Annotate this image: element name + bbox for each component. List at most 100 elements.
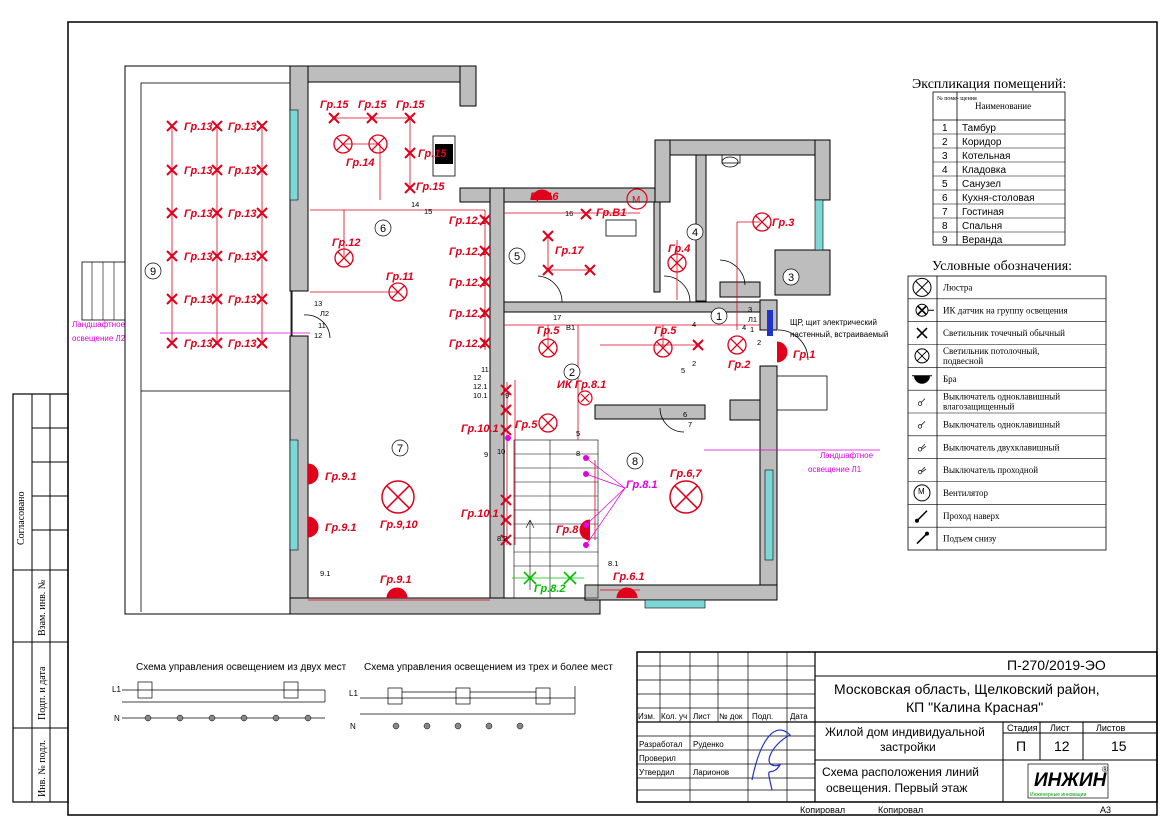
sheet-value: 12	[1054, 738, 1070, 754]
svg-text:Утвердил: Утвердил	[639, 768, 675, 777]
svg-text:2: 2	[692, 359, 696, 368]
svg-text:16: 16	[565, 209, 573, 218]
format: А3	[1100, 805, 1111, 815]
legend-label: Проход наверх	[943, 511, 1000, 521]
legend-label: Бра	[943, 374, 957, 384]
label-gr12: Гр.12	[332, 237, 361, 249]
pass-up-icon	[915, 510, 928, 523]
label-gr5-a: Гр.5	[537, 325, 560, 337]
svg-text:Инженерные инновации: Инженерные инновации	[1030, 792, 1086, 798]
legend-row: Выключатель двухклавишный	[908, 435, 1106, 452]
waterproof-switch-icon	[917, 398, 926, 406]
label-gr2: Гр.2	[728, 359, 750, 371]
copied-2: Копировал	[878, 805, 923, 815]
room-number-8: 8	[626, 452, 644, 470]
legend-row: Светильник точечный обычный	[908, 321, 1106, 339]
group-label: Гр.13	[184, 165, 213, 177]
room-number: 9	[942, 235, 948, 246]
legend-row: Подъем снизу	[908, 526, 1106, 545]
svg-text:5: 5	[514, 251, 520, 263]
svg-text:8.1: 8.1	[608, 559, 618, 568]
label-grv1: Гр.В1	[596, 207, 626, 219]
legend-label: Светильник точечный обычный	[943, 328, 1065, 338]
label-gr121-e: Гр.12.1	[449, 338, 487, 350]
svg-text:12: 12	[473, 373, 481, 382]
legend-label: ИК датчик на группу освещения	[943, 305, 1068, 315]
svg-text:4: 4	[742, 323, 746, 332]
svg-text:4: 4	[692, 320, 696, 329]
label-ik81: ИК Гр.8.1	[557, 379, 606, 391]
single-switch-icon	[917, 421, 926, 429]
legend-row: Светильник потолочный,подвесной	[908, 344, 1106, 366]
label-gr82: Гр.8.2	[534, 583, 566, 595]
ir-sensor-icon	[915, 303, 934, 317]
room-number: 5	[942, 179, 948, 190]
svg-text:17: 17	[553, 313, 561, 322]
legend-label: Подъем снизу	[943, 534, 997, 544]
label-gr91-b: Гр.9.1	[325, 522, 357, 534]
stage-header: Стадия	[1007, 723, 1038, 733]
label-gr5-b: Гр.5	[654, 325, 677, 337]
room-name: Кухня-столовая	[962, 193, 1035, 204]
room-number: 6	[942, 193, 948, 204]
landscape-l1-line2: освещение Л1	[808, 465, 862, 474]
fan-symbol: M	[626, 188, 648, 210]
svg-text:3: 3	[748, 305, 752, 314]
sheet-header: Лист	[1050, 723, 1070, 733]
label-gr15-e: Гр.15	[416, 181, 445, 193]
col-no-header: № поме- щения	[937, 96, 977, 102]
label-gr121-c: Гр.12.1	[449, 277, 487, 289]
label-gr101-a: Гр.10.1	[461, 423, 499, 435]
svg-text:ИНЖИН: ИНЖИН	[1034, 770, 1108, 791]
label-gr14: Гр.14	[346, 157, 375, 169]
svg-text:2: 2	[757, 338, 761, 347]
chandelier-icon	[912, 277, 932, 297]
svg-text:11: 11	[481, 365, 489, 374]
room-name: Котельная	[962, 151, 1010, 162]
legend-label: Выключатель двухклавишный	[943, 442, 1060, 452]
svg-text:Руденко: Руденко	[693, 740, 724, 749]
svg-text:M: M	[918, 487, 925, 496]
svg-text:10.1: 10.1	[473, 391, 488, 400]
explication-row: 9 Веранда	[933, 231, 1065, 246]
group-label: Гр.13	[184, 294, 213, 306]
svg-text:13: 13	[314, 299, 322, 308]
label-gr17: Гр.17	[555, 245, 584, 257]
svg-text:Подп.: Подп.	[752, 712, 773, 721]
panel-note-line2: настенный, встраиваемый	[790, 330, 888, 339]
ceiling-light-icon	[914, 348, 930, 364]
group-label: Гр.13	[184, 208, 213, 220]
sheets-header: Листов	[1096, 723, 1125, 733]
label-gr3: Гр.3	[772, 217, 794, 229]
room-name: Тамбур	[962, 122, 996, 134]
svg-text:15: 15	[424, 207, 432, 216]
col-name-header: Наименование	[975, 101, 1031, 111]
veranda-lamps	[166, 120, 268, 349]
legend-row: Выключатель проходной	[908, 458, 1106, 475]
svg-text:Кол. уч: Кол. уч	[661, 712, 687, 721]
svg-text:L1: L1	[112, 685, 121, 694]
svg-text:14: 14	[411, 200, 419, 209]
sheet-name-line1: Схема расположения линий	[822, 765, 979, 779]
label-gr121-b: Гр.12.1	[449, 246, 487, 258]
group-label: Гр.13	[184, 338, 213, 350]
location-line1: Московская область, Щелковский район,	[834, 681, 1100, 697]
landscape-l2-line2: освещение Л2	[72, 334, 126, 343]
inv-sub-label: Взам. инв. №	[37, 580, 48, 636]
room-name: Гостиная	[962, 207, 1004, 218]
svg-text:8: 8	[632, 456, 638, 468]
room-name: Кладовка	[962, 165, 1007, 176]
svg-text:Л2: Л2	[320, 309, 329, 318]
control-schemes: Схема управления освещением из двух мест…	[112, 661, 613, 731]
group-label: Гр.13	[228, 208, 257, 220]
svg-text:5: 5	[576, 429, 580, 438]
group-label: Гр.13	[184, 251, 213, 263]
room-name: Веранда	[962, 235, 1003, 246]
double-switch-icon	[917, 444, 927, 452]
room-number: 2	[942, 137, 948, 148]
svg-text:Дата: Дата	[790, 712, 808, 721]
